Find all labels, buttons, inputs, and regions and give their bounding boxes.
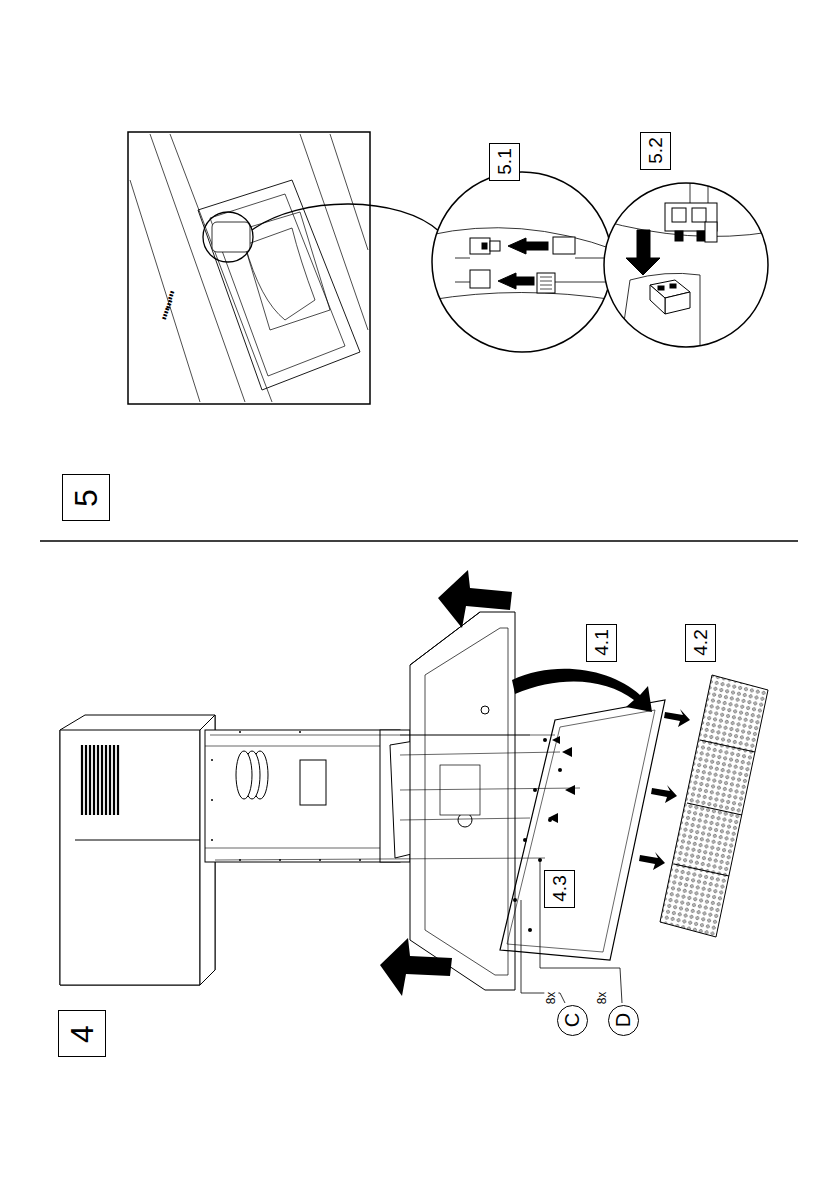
quantity-label: 8x [595, 990, 609, 1005]
callout-number: C [562, 1013, 582, 1027]
callout-number: 5 [70, 489, 102, 507]
step-sub-number: 4.2 [685, 624, 716, 661]
arrows [380, 570, 690, 996]
part-circle: C8x [557, 1005, 588, 1036]
step-sub-number: 4.1 [586, 624, 617, 661]
step-number: 4 [58, 1010, 106, 1057]
inset-view: ▮▮▮▮▮▮▮▮▮▮ [128, 132, 440, 404]
callout-number: 5.2 [646, 138, 665, 164]
callout-number: 4 [66, 1025, 98, 1043]
vent-grille [82, 745, 118, 815]
svg-text:▮▮▮▮▮▮▮▮▮▮: ▮▮▮▮▮▮▮▮▮▮ [160, 290, 175, 320]
hood-body [410, 612, 515, 990]
step-sub-number: 5.1 [489, 143, 520, 180]
step-number: 5 [62, 474, 110, 521]
leader-lines [521, 860, 622, 1003]
part-circle: D8x [608, 1005, 639, 1036]
callout-number: 4.2 [691, 630, 710, 656]
callout-number: 4.1 [592, 630, 611, 656]
filter-cover [500, 700, 665, 960]
callout-number: 5.1 [495, 149, 514, 175]
grease-filter [660, 675, 768, 937]
quantity-label: 8x [544, 990, 558, 1005]
callout-number: 4.3 [550, 876, 569, 902]
divider-line [40, 540, 798, 542]
plug-detail [600, 180, 770, 350]
step-sub-number: 4.3 [544, 870, 575, 907]
chimney-holes [211, 731, 361, 861]
guide-lines [210, 735, 580, 860]
chimney-cover [60, 715, 428, 985]
callout-number: D [613, 1013, 633, 1027]
connector-detail [430, 172, 615, 352]
step-sub-number: 5.2 [640, 132, 671, 169]
